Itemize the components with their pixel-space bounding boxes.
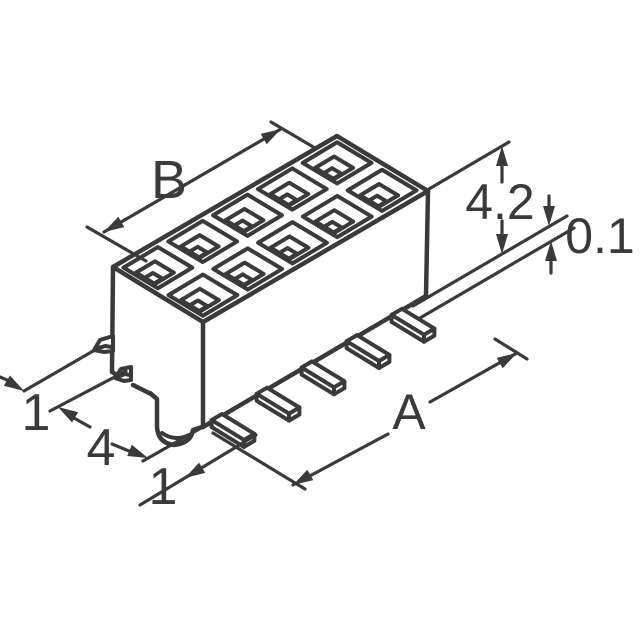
dim-front-lead-label: 1 <box>149 458 178 516</box>
socket-hole <box>276 246 299 262</box>
dim-b-label: B <box>151 150 187 210</box>
dim-b: B <box>85 120 317 263</box>
socket-grid <box>121 140 419 318</box>
dim-standoff-label: 0.1 <box>565 208 635 264</box>
dim-b-arrow-right <box>260 129 281 145</box>
dim-left-lead-label: 1 <box>22 384 51 442</box>
dim-left-lead-line <box>22 345 102 393</box>
smd-leads <box>209 306 437 449</box>
dim-peg-label: 4 <box>87 419 116 477</box>
smd-lead <box>209 412 257 449</box>
dim-front-lead: 1 <box>138 433 258 516</box>
left-end-face <box>111 267 203 427</box>
socket-hole <box>231 218 254 234</box>
dim-standoff: 0.1 <box>543 194 635 275</box>
dim-a: A <box>211 337 529 491</box>
smd-lead <box>254 385 302 423</box>
dim-b-arrow-left <box>104 216 125 232</box>
dim-peg-ext <box>141 426 203 463</box>
dim-b-line <box>102 127 283 234</box>
socket-hole <box>186 298 210 314</box>
dim-peg: 4 <box>87 419 203 477</box>
smd-lead <box>344 333 392 370</box>
top-face <box>113 136 428 322</box>
dim-b-ext-right <box>269 120 317 150</box>
socket-hole <box>320 166 344 182</box>
socket-hole <box>231 272 255 288</box>
dim-height-ext-top <box>427 140 511 191</box>
dim-a-ext-right <box>493 337 529 361</box>
dim-body-height: 4.2 <box>427 140 535 254</box>
dim-left-lead: 1 <box>0 345 128 442</box>
front-right-face <box>203 191 428 427</box>
socket-hole <box>320 219 344 236</box>
dim-a-label: A <box>392 384 426 440</box>
connector-body <box>92 133 576 449</box>
socket-hole <box>141 270 165 287</box>
dim-a-ext-left <box>211 431 307 491</box>
seating-plane-lines <box>411 214 576 320</box>
dim-left-foot-line <box>48 369 128 413</box>
socket-hole <box>186 244 210 261</box>
socket-hole <box>275 192 299 208</box>
dim-height-label: 4.2 <box>465 174 535 230</box>
smd-lead <box>299 359 347 397</box>
dim-b-ext-left <box>85 225 148 263</box>
socket-hole <box>365 193 389 210</box>
